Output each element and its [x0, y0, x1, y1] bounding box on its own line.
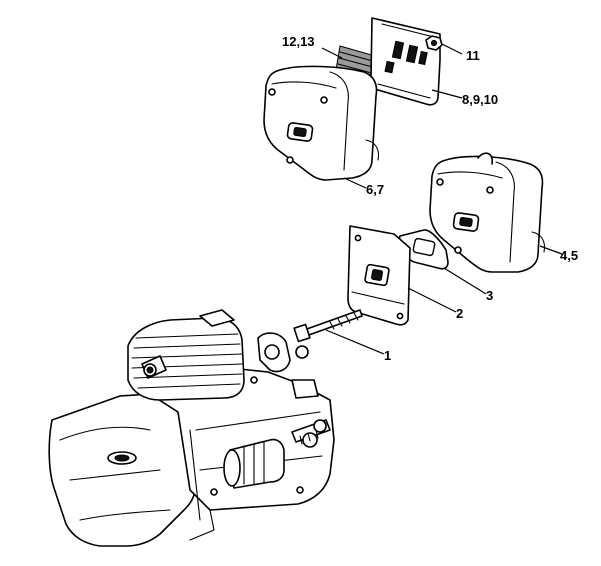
callout-1: 1 — [384, 348, 391, 363]
muffler-bolt — [293, 309, 363, 343]
hex-nut — [425, 35, 443, 51]
callout-2: 2 — [456, 306, 463, 321]
callout-8-9-10: 8,9,10 — [462, 92, 498, 107]
leader-lines — [321, 43, 563, 355]
callout-6-7: 6,7 — [366, 182, 384, 197]
baffle-plate — [369, 17, 441, 106]
engine-crankcase — [48, 309, 335, 547]
callout-4-5: 4,5 — [560, 248, 578, 263]
bar-studs — [291, 419, 331, 448]
callout-12-13: 12,13 — [282, 34, 315, 49]
muffler-lower — [429, 152, 546, 273]
crankshaft-stub — [223, 438, 285, 489]
cooling-plate — [347, 225, 411, 326]
callout-3: 3 — [486, 288, 493, 303]
spark-plug — [141, 355, 167, 379]
callout-11: 11 — [466, 48, 480, 63]
muffler-upper — [263, 65, 380, 181]
